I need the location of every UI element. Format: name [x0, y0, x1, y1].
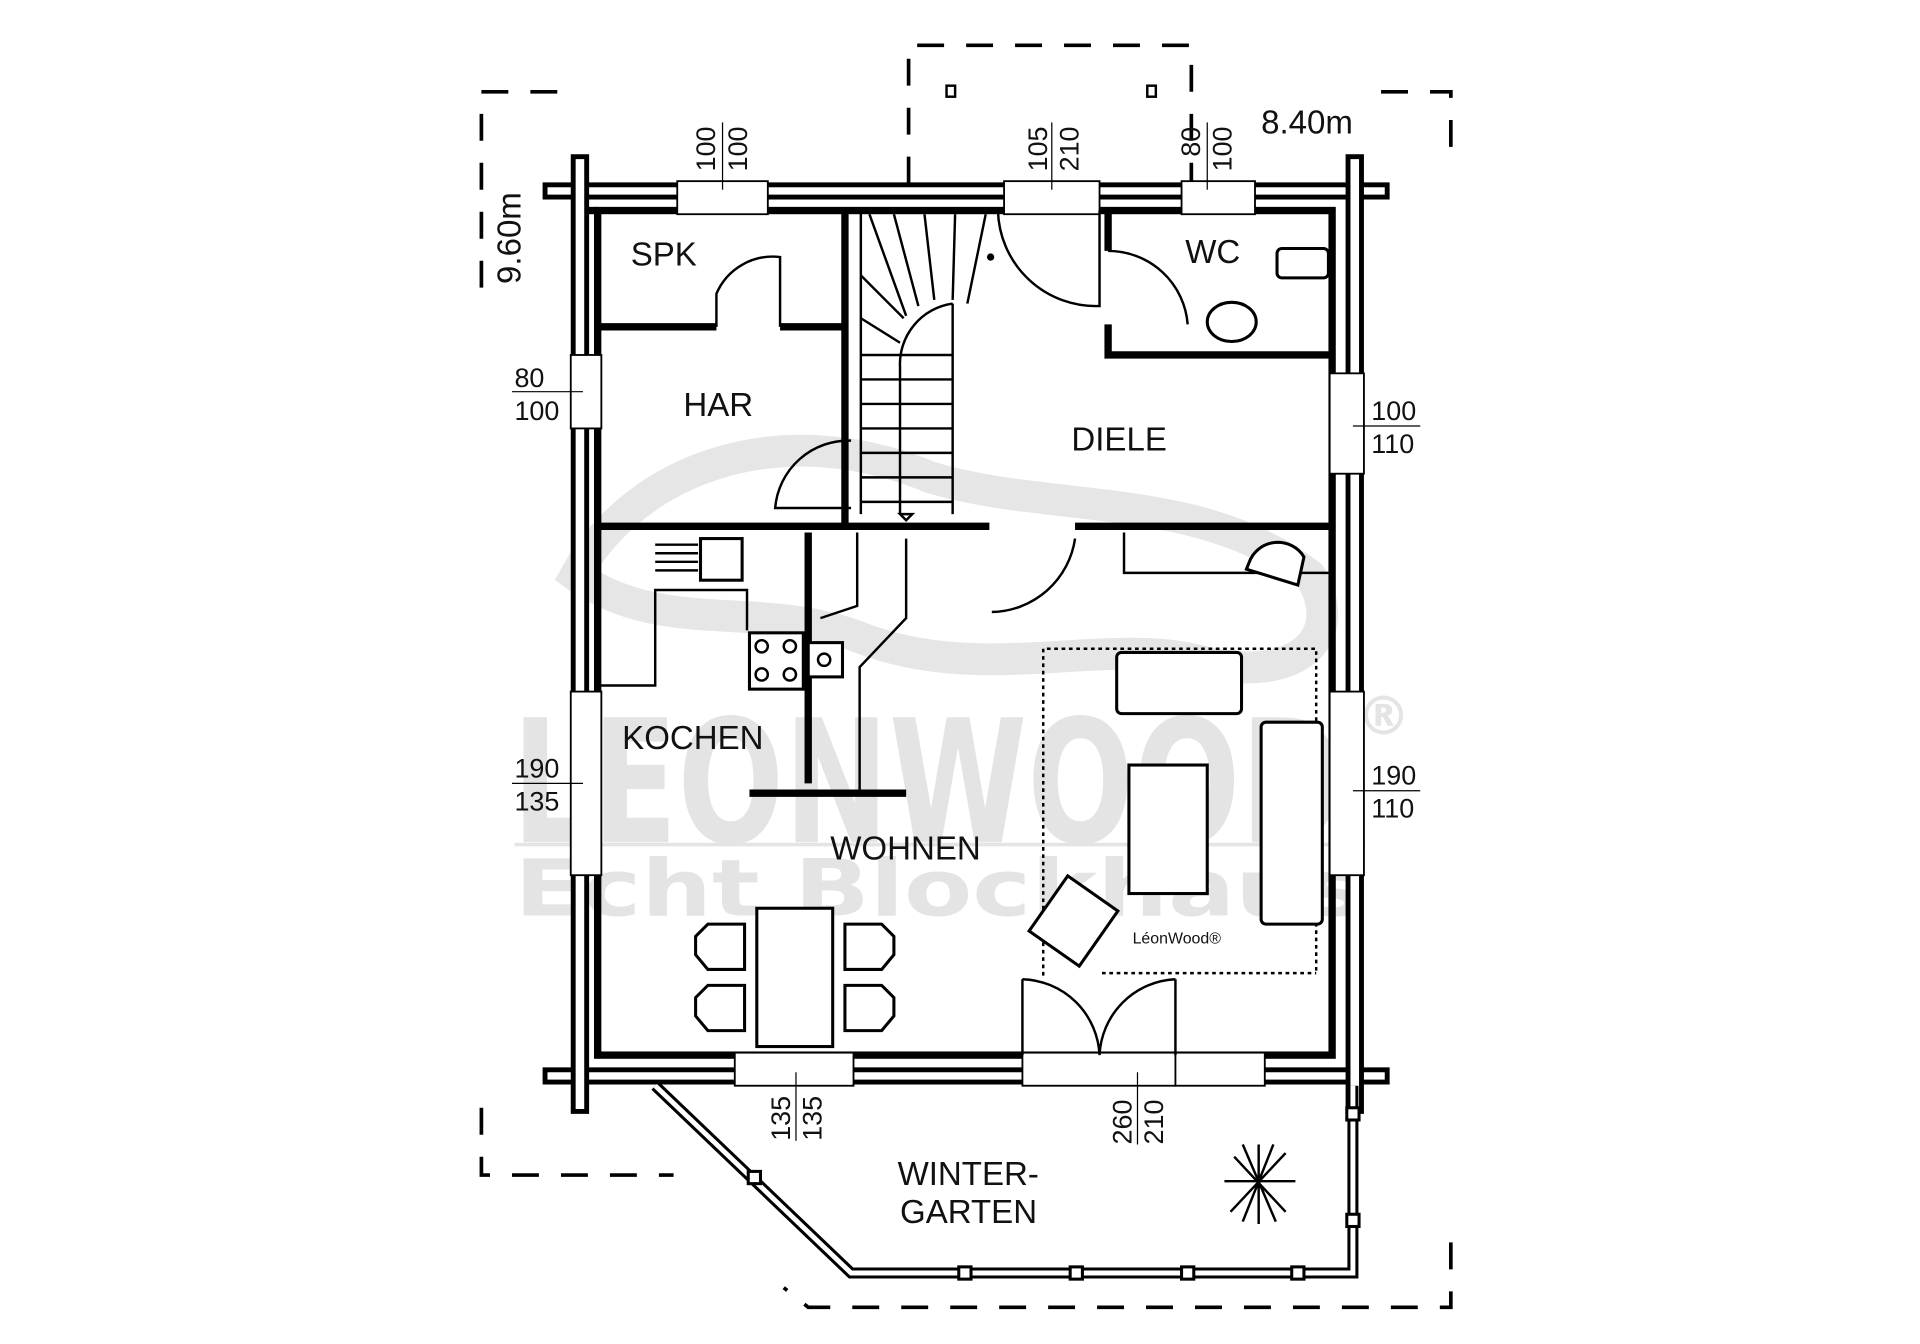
armchair-icon: [1026, 873, 1120, 969]
svg-text:110: 110: [1371, 794, 1414, 824]
wc-fixtures: [1205, 246, 1330, 344]
door-swings: [715, 210, 1189, 1056]
window-wohnen-bottom-right: [1174, 1051, 1266, 1087]
svg-text:100: 100: [1371, 396, 1416, 426]
sink-icon: [1205, 300, 1258, 344]
room-label-spk: SPK: [631, 237, 697, 274]
room-label-kochen: KOCHEN: [622, 720, 763, 757]
sofa-icon: [1259, 720, 1324, 926]
overall-width: 8.40m: [1261, 104, 1353, 141]
svg-text:100: 100: [723, 126, 753, 171]
kitchen-fixtures: [597, 537, 845, 691]
window-kochen: [569, 690, 603, 877]
kitchen-sink-icon: [698, 537, 744, 582]
terrace-door: [1021, 1051, 1177, 1087]
coffee-table-icon: [1127, 763, 1209, 896]
window-wc: [1180, 180, 1256, 216]
watermark-tagline: Echt Blockhaus: [514, 844, 1365, 935]
staircase: [859, 210, 995, 522]
dim-top-diele: 105 210: [1023, 122, 1085, 190]
small-logo: LéonWood®: [1133, 931, 1222, 948]
dim-right-wohnen: 190 110: [1352, 761, 1421, 824]
watermark-swoosh-icon: [554, 434, 1339, 684]
svg-text:135: 135: [514, 786, 559, 816]
svg-text:260: 260: [1107, 1100, 1137, 1145]
dimensions: 8.40m 9.60m 100 100 105 210 80 100 80 10…: [492, 104, 1421, 1145]
room-label-wohnen: WOHNEN: [830, 830, 980, 867]
svg-text:80: 80: [514, 363, 544, 393]
svg-text:210: 210: [1139, 1100, 1169, 1145]
room-label-har: HAR: [683, 387, 753, 424]
sofa-icon: [1115, 650, 1244, 716]
window-diele-right: [1328, 372, 1365, 475]
room-label-wc: WC: [1185, 234, 1240, 271]
svg-text:105: 105: [1023, 126, 1053, 171]
svg-text:80: 80: [1176, 127, 1206, 157]
svg-text:190: 190: [514, 753, 559, 783]
svg-text:135: 135: [798, 1096, 828, 1141]
watermark-registered: ®: [1357, 684, 1411, 747]
dining-set: [694, 906, 896, 1049]
svg-text:190: 190: [1371, 761, 1416, 791]
chair-icon: [694, 922, 747, 971]
dim-top-spk: 100 100: [691, 122, 753, 190]
svg-text:100: 100: [514, 396, 559, 426]
toilet-icon: [1275, 246, 1330, 280]
dining-table-icon: [755, 906, 835, 1049]
wintergarten: [651, 1081, 1361, 1281]
svg-text:135: 135: [766, 1096, 796, 1141]
overall-depth: 9.60m: [492, 192, 529, 284]
svg-text:110: 110: [1371, 429, 1414, 459]
dim-left-kochen: 190 135: [512, 753, 583, 816]
chair-icon: [843, 922, 896, 971]
dim-left-har: 80 100: [512, 363, 583, 426]
chair-icon: [843, 983, 896, 1033]
exterior-walls: [542, 154, 1390, 1114]
room-label-garten: GARTEN: [900, 1194, 1037, 1231]
window-wohnen-bottom: [733, 1051, 855, 1087]
roof-outline: [479, 43, 1453, 1310]
chair-icon: [694, 983, 747, 1033]
dim-right-diele: 100 110: [1352, 396, 1421, 459]
post-marker: [1146, 84, 1158, 98]
oven-icon: [806, 641, 845, 679]
living-furniture: LéonWood®: [1026, 540, 1324, 980]
window-wohnen-right: [1328, 690, 1365, 877]
interior-walls: [597, 210, 1333, 797]
svg-text:210: 210: [1055, 126, 1085, 171]
plant-icon: [1224, 1143, 1296, 1225]
svg-text:100: 100: [1208, 126, 1238, 171]
dim-bottom-door: 260 210: [1107, 1072, 1169, 1145]
dim-top-wc: 80 100: [1176, 122, 1238, 190]
room-label-diele: DIELE: [1071, 421, 1166, 458]
post-marker: [945, 84, 957, 98]
lamp-icon: [1244, 540, 1306, 588]
room-labels: SPK HAR DIELE WC KOCHEN WOHNEN WINTER- G…: [622, 234, 1240, 1231]
svg-text:100: 100: [691, 126, 721, 171]
room-label-winter: WINTER-: [898, 1156, 1039, 1193]
dim-bottom-window: 135 135: [766, 1072, 828, 1141]
